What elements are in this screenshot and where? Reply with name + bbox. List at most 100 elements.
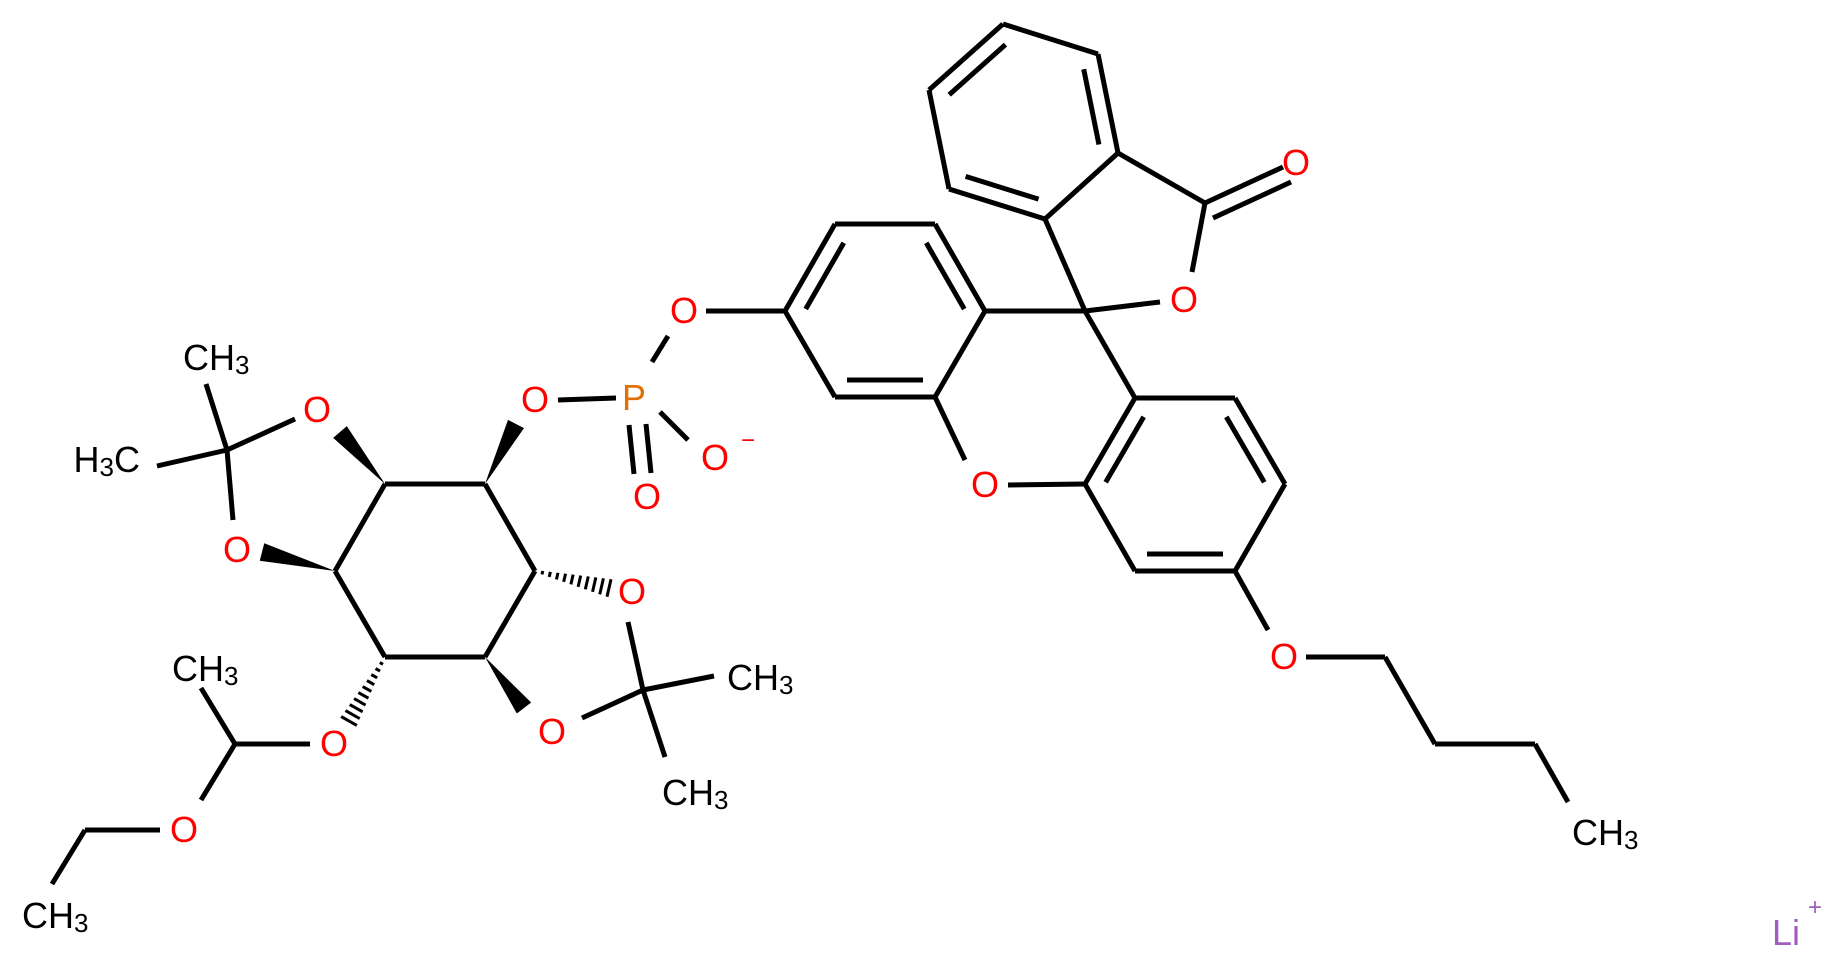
hash-bond bbox=[353, 697, 367, 707]
single-bond bbox=[1189, 202, 1208, 273]
methyl-label: CH3 bbox=[172, 648, 238, 691]
single-bond bbox=[1232, 569, 1271, 632]
single-bond bbox=[1082, 309, 1138, 400]
hash-bond bbox=[366, 679, 375, 686]
single-bond bbox=[658, 410, 690, 442]
atom-label-O_diox1a: O bbox=[303, 389, 331, 430]
single-bond bbox=[926, 89, 952, 190]
single-bond bbox=[642, 673, 715, 693]
atom-label-O_xanth: O bbox=[971, 464, 999, 505]
atom-label-O_P_ino: O bbox=[521, 379, 549, 420]
hash-bond bbox=[349, 703, 364, 714]
single-bond bbox=[1043, 151, 1120, 221]
single-bond bbox=[640, 689, 668, 758]
hash-bond bbox=[357, 691, 370, 700]
single-bond bbox=[625, 621, 646, 691]
single-bond bbox=[332, 482, 388, 573]
hash-bond bbox=[576, 575, 583, 588]
aromatic-inner-bond bbox=[924, 241, 967, 311]
atom-label-O_diox2b: O bbox=[538, 711, 566, 752]
single-bond bbox=[932, 395, 968, 462]
atom-label-O_carbonyl: O bbox=[1282, 142, 1310, 183]
wedge-bond bbox=[259, 543, 335, 571]
double-bond bbox=[1211, 179, 1293, 221]
methyl-label: CH3 bbox=[22, 895, 88, 938]
hash-bond bbox=[554, 572, 560, 580]
single-bond bbox=[198, 686, 238, 746]
aromatic-inner-bond bbox=[803, 241, 846, 311]
single-bond bbox=[1084, 299, 1161, 314]
hash-bond bbox=[569, 574, 575, 585]
methyl-label: CH3 bbox=[727, 657, 793, 700]
single-bond bbox=[557, 395, 617, 403]
single-bond bbox=[1042, 218, 1088, 312]
single-bond bbox=[1082, 396, 1138, 486]
aromatic-inner-bond bbox=[1103, 415, 1146, 484]
double-bond bbox=[643, 423, 654, 474]
methyl-label: CH3 bbox=[662, 772, 728, 815]
hash-bond bbox=[340, 715, 358, 727]
double-bond bbox=[1203, 164, 1285, 206]
atom-label-O_butoxy: O bbox=[1270, 636, 1298, 677]
atom-label-O_acetal2: O bbox=[170, 809, 198, 850]
single-bond bbox=[948, 186, 1046, 222]
single-bond bbox=[225, 416, 297, 453]
hash-bond bbox=[583, 576, 590, 590]
aromatic-inner-bond bbox=[964, 173, 1040, 202]
methyl-label: CH3 bbox=[1572, 812, 1638, 855]
single-bond bbox=[932, 222, 988, 313]
hash-bond bbox=[370, 673, 378, 680]
single-bond bbox=[1532, 742, 1571, 804]
single-bond bbox=[649, 334, 671, 364]
hash-bond bbox=[591, 577, 598, 593]
atom-label-O_diox1b: O bbox=[223, 529, 251, 570]
atom-label-O_PdO: O bbox=[633, 476, 661, 517]
single-bond bbox=[224, 449, 236, 521]
atom-label-P: P bbox=[622, 377, 646, 418]
single-bond bbox=[332, 569, 388, 659]
hash-bond bbox=[598, 577, 605, 595]
atom-label-O_lactone: O bbox=[1170, 279, 1198, 320]
methyl-label: H3C bbox=[74, 439, 140, 482]
single-bond bbox=[580, 687, 645, 721]
hash-bond bbox=[562, 573, 568, 583]
hash-bond bbox=[361, 685, 373, 693]
atom-label-Li: Li bbox=[1772, 912, 1800, 953]
single-bond bbox=[1082, 482, 1138, 573]
wedge-bond bbox=[485, 419, 524, 484]
bonds-layer bbox=[49, 21, 1571, 886]
aromatic-inner-bond bbox=[1081, 68, 1102, 145]
single-bond bbox=[1232, 396, 1288, 486]
methyl-label: CH3 bbox=[183, 337, 249, 380]
charge-label: + bbox=[1808, 894, 1822, 921]
single-bond bbox=[482, 569, 538, 659]
single-bond bbox=[782, 222, 838, 313]
single-bond bbox=[932, 309, 988, 399]
double-bond bbox=[626, 424, 637, 475]
atom-label-O_diox2a: O bbox=[618, 571, 646, 612]
hash-bond bbox=[547, 571, 552, 578]
wedge-bond bbox=[485, 657, 532, 714]
atom-label-O_P_aryl: O bbox=[670, 290, 698, 331]
single-bond bbox=[1002, 21, 1099, 57]
single-bond bbox=[156, 447, 228, 469]
hash-bond bbox=[344, 709, 361, 720]
atom-label-O_acetal1: O bbox=[320, 723, 348, 764]
hash-bond bbox=[605, 578, 613, 598]
single-bond bbox=[1116, 150, 1207, 206]
single-bond bbox=[927, 22, 1005, 92]
hash-bond bbox=[374, 667, 381, 673]
single-bond bbox=[49, 828, 88, 886]
aromatic-inner-bond bbox=[947, 42, 1008, 97]
atom-label-O_PO_neg: O bbox=[701, 437, 729, 478]
single-bond bbox=[1232, 482, 1288, 573]
single-bond bbox=[782, 309, 838, 399]
single-bond bbox=[482, 482, 538, 573]
single-bond bbox=[1007, 481, 1086, 488]
single-bond bbox=[1382, 655, 1438, 746]
hash-bond bbox=[540, 570, 545, 575]
charge-label: − bbox=[741, 427, 755, 454]
